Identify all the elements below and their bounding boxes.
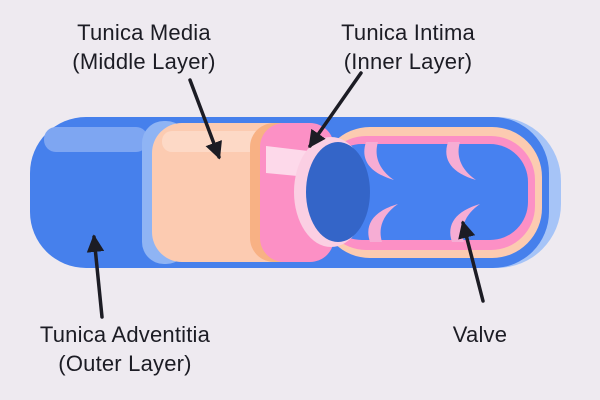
label-tunica-media-line1: Tunica Media xyxy=(77,20,211,45)
arrow-valve xyxy=(458,220,485,303)
label-tunica-intima: Tunica Intima (Inner Layer) xyxy=(341,18,475,76)
valve-flap-bottom-right xyxy=(450,204,480,242)
label-valve: Valve xyxy=(453,320,507,349)
arrow-tunica-intima xyxy=(308,71,363,149)
cap-highlight-shape xyxy=(44,127,148,152)
label-tunica-intima-line1: Tunica Intima xyxy=(341,20,475,45)
valve-flap-top-right xyxy=(446,142,476,180)
arrow-tunica-media xyxy=(188,78,222,160)
arrow-tunica-adventitia xyxy=(86,234,105,319)
label-valve-line1: Valve xyxy=(452,322,508,347)
label-tunica-intima-line2: (Inner Layer) xyxy=(343,49,473,74)
lumen-opening-shape xyxy=(306,142,370,242)
valve-flap-bottom-left xyxy=(368,204,398,242)
label-tunica-adventitia-line1: Tunica Adventitia xyxy=(39,322,211,347)
valve-flap-top-left xyxy=(364,142,394,180)
label-tunica-media: Tunica Media (Middle Layer) xyxy=(72,18,215,76)
label-tunica-adventitia-line2: (Outer Layer) xyxy=(58,351,192,376)
label-tunica-adventitia: Tunica Adventitia (Outer Layer) xyxy=(40,320,210,378)
label-tunica-media-line2: (Middle Layer) xyxy=(72,49,216,74)
